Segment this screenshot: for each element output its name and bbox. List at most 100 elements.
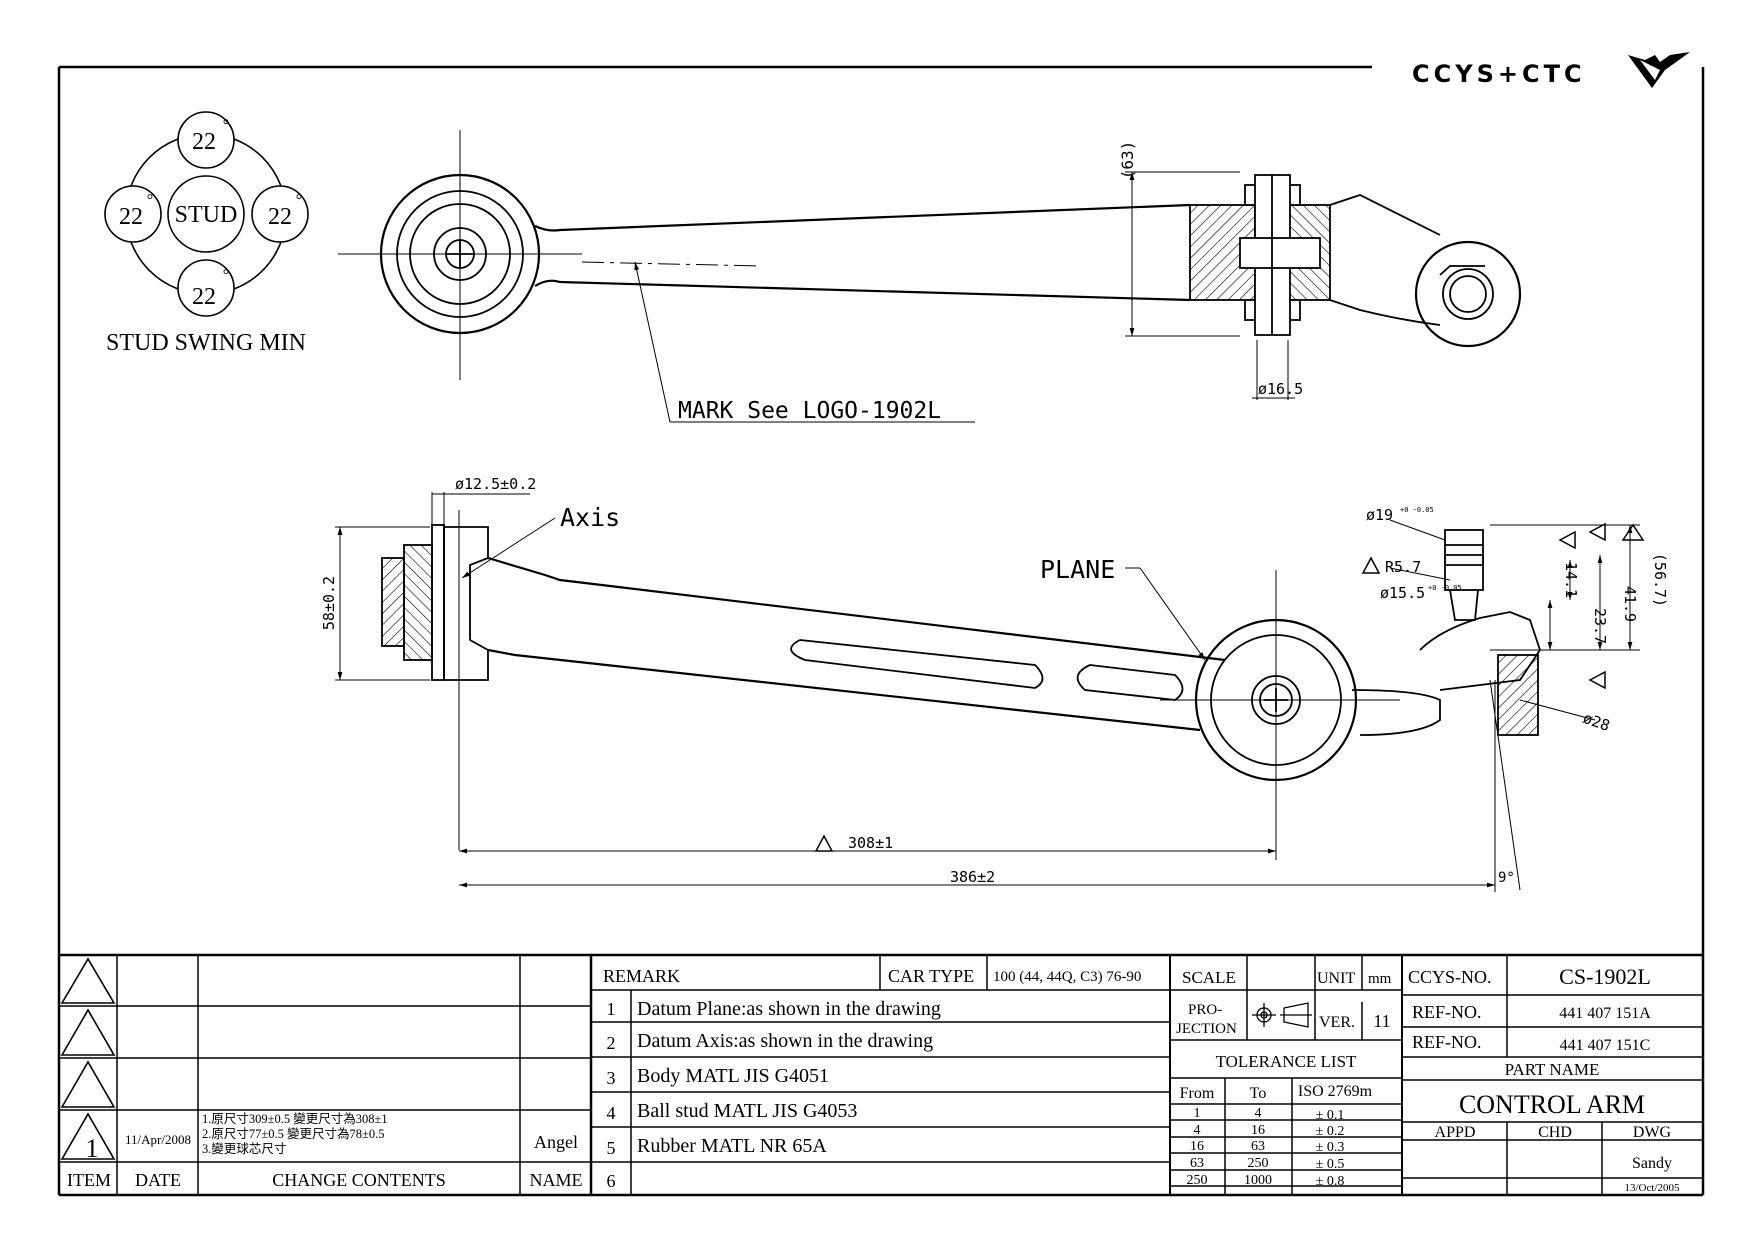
tol-header-from: From	[1180, 1085, 1215, 1102]
remark-text-5: Rubber MATL NR 65A	[637, 1135, 827, 1157]
car-type-value: 100 (44, 44Q, C3) 76-90	[993, 969, 1141, 985]
revision-line-2: 2.原尺寸77±0.5 變更尺寸為78±0.5	[202, 1126, 384, 1141]
swing-angle-bottom: 22	[192, 284, 216, 310]
revision-date: 11/Apr/2008	[125, 1132, 191, 1147]
remark-text-3: Body MATL JIS G4051	[637, 1065, 829, 1087]
appd-label: APPD	[1435, 1124, 1476, 1141]
dim-19: ø19	[1366, 506, 1393, 524]
tol-from-5: 250	[1187, 1173, 1208, 1188]
dim-16-5: ø16.5	[1258, 380, 1303, 398]
tol-val-1: ± 0.1	[1316, 1108, 1345, 1123]
dim-56-7: (56.7)	[1651, 553, 1669, 607]
revision-triangles	[60, 957, 116, 1160]
logo-text: CCYS+CTC	[1412, 60, 1586, 88]
ref-no-2: 441 407 151C	[1560, 1037, 1651, 1054]
axis-label: Axis	[560, 503, 620, 532]
brand-logo: CCYS+CTC	[1412, 52, 1690, 88]
tol-val-5: ± 0.8	[1316, 1174, 1345, 1189]
tol-val-2: ± 0.2	[1316, 1124, 1345, 1139]
tol-to-4: 250	[1248, 1156, 1269, 1171]
tol-to-5: 1000	[1244, 1173, 1272, 1188]
tol-to-2: 16	[1251, 1123, 1265, 1138]
projection-label-1: PRO-	[1188, 1002, 1222, 1018]
part-name-label: PART NAME	[1505, 1060, 1600, 1079]
ref-label-1: REF-NO.	[1412, 1002, 1482, 1022]
dwg-name: Sandy	[1632, 1155, 1672, 1172]
plane-label: PLANE	[1040, 555, 1115, 584]
dim-15-5-tol: +0 -0.05	[1428, 584, 1462, 592]
chd-label: CHD	[1538, 1124, 1572, 1141]
revision-table: 1 11/Apr/2008 1.原尺寸309±0.5 變更尺寸為308±1 2.…	[67, 1111, 583, 1190]
dim-r57: R5.7	[1385, 558, 1421, 576]
swing-deg-right: °	[296, 192, 302, 209]
title-block: CCYS-NO. CS-1902L REF-NO. 441 407 151A R…	[1408, 964, 1680, 1194]
tolerance-title: TOLERANCE LIST	[1216, 1052, 1357, 1071]
header-name: NAME	[530, 1170, 583, 1190]
remark-no-3: 3	[607, 1068, 616, 1088]
dim-41-9: 41.9	[1621, 586, 1639, 622]
ref-no-1: 441 407 151A	[1559, 1005, 1651, 1022]
tol-header-std: ISO 2769m	[1298, 1083, 1373, 1100]
swing-angle-top: 22	[192, 129, 216, 155]
swing-angle-right: 22	[268, 204, 292, 230]
ver-value: 11	[1373, 1011, 1390, 1031]
top-view-labels: (63) ø16.5 MARK See LOGO-1902L	[678, 141, 1303, 424]
tol-from-3: 16	[1190, 1139, 1204, 1154]
swing-deg-left: °	[147, 192, 153, 209]
dim-15-5: ø15.5	[1380, 584, 1425, 602]
tol-to-3: 63	[1251, 1139, 1265, 1154]
swing-center-label: STUD	[175, 202, 238, 228]
ref-label-2: REF-NO.	[1412, 1032, 1482, 1052]
spec-table: SCALE UNIT mm PRO- JECTION VER. 11 TOLER…	[1176, 968, 1392, 1189]
header-item: ITEM	[67, 1170, 111, 1190]
tol-val-3: ± 0.3	[1316, 1140, 1345, 1155]
unit-value: mm	[1368, 971, 1392, 987]
swing-deg-top: °	[223, 117, 229, 134]
swing-angle-left: 22	[119, 204, 143, 230]
dwg-label: DWG	[1633, 1124, 1672, 1141]
datum-triangles	[814, 522, 1645, 852]
remark-no-4: 4	[607, 1103, 616, 1123]
remark-text-4: Ball stud MATL JIS G4053	[637, 1100, 857, 1122]
ccys-no: CS-1902L	[1559, 964, 1651, 989]
remark-no-6: 6	[607, 1171, 616, 1191]
tol-to-1: 4	[1255, 1106, 1262, 1121]
dim-308: 308±1	[848, 834, 893, 852]
revision-line-3: 3.變更球芯尺寸	[202, 1141, 286, 1156]
drawing-frame	[57, 65, 1705, 1197]
dim-63: (63)	[1118, 141, 1137, 180]
dim-12-5: ø12.5±0.2	[455, 475, 536, 493]
scale-label: SCALE	[1182, 968, 1236, 987]
swing-deg-bottom: °	[223, 267, 229, 284]
dim-19-tol: +0 -0.05	[1400, 506, 1434, 514]
tol-from-2: 4	[1194, 1123, 1201, 1138]
revision-line-1: 1.原尺寸309±0.5 變更尺寸為308±1	[202, 1111, 388, 1126]
projection-label-2: JECTION	[1176, 1021, 1237, 1037]
remarks-table: REMARK CAR TYPE 100 (44, 44Q, C3) 76-90 …	[603, 966, 1141, 1191]
logo-mark-icon	[1628, 52, 1690, 88]
dim-58: 58±0.2	[320, 576, 338, 630]
dim-386: 386±2	[950, 868, 995, 886]
part-name: CONTROL ARM	[1459, 1090, 1645, 1119]
dim-9deg: 9°	[1498, 870, 1515, 886]
tol-from-1: 1	[1194, 1106, 1201, 1121]
projection-symbol-icon	[1252, 1002, 1312, 1028]
dim-23-7: 23.7	[1591, 608, 1609, 644]
ver-label: VER.	[1319, 1014, 1355, 1031]
top-view	[338, 130, 1522, 423]
mark-callout: MARK See LOGO-1902L	[678, 398, 941, 424]
remark-no-2: 2	[607, 1033, 616, 1053]
dim-28: ø28	[1581, 709, 1613, 735]
title-block-grid	[59, 953, 1703, 1195]
remark-no-1: 1	[607, 999, 616, 1019]
revision-item: 1	[86, 1134, 99, 1163]
swing-caption: STUD SWING MIN	[106, 330, 306, 356]
remark-no-5: 5	[607, 1138, 616, 1158]
unit-label: UNIT	[1317, 970, 1355, 987]
stud-swing-labels: 22 22 22 22 ° ° ° ° STUD STUD SWING MIN	[106, 117, 306, 356]
revision-name: Angel	[534, 1132, 578, 1152]
remark-text-1: Datum Plane:as shown in the drawing	[637, 998, 941, 1020]
dim-14-1: 14.1	[1562, 562, 1580, 598]
header-contents: CHANGE CONTENTS	[272, 1170, 446, 1190]
